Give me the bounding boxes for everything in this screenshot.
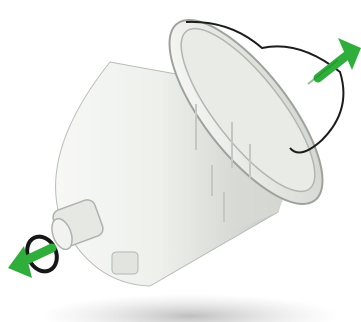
cylinder-housing <box>48 0 348 286</box>
floor-shadow <box>40 294 340 322</box>
green-arrow-top-right-icon <box>308 38 361 84</box>
housing-foot <box>112 252 138 274</box>
